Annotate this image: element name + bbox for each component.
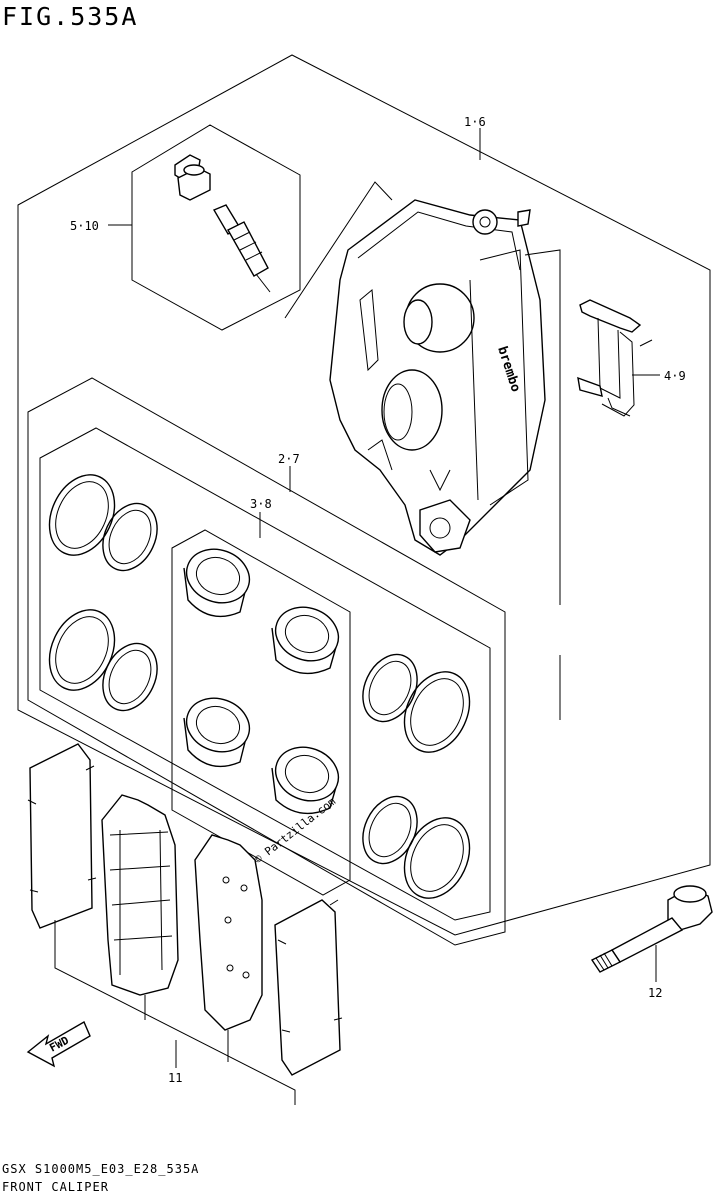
caliper-body: brembo — [329, 199, 546, 556]
fwd-direction-badge: FWD — [26, 1020, 91, 1068]
callout-2-7: 2·7 — [278, 452, 300, 466]
callout-11: 11 — [168, 1071, 182, 1085]
figure-code: GSX S1000M5_E03_E28_535A — [2, 1162, 200, 1176]
piston-set-frame — [171, 529, 351, 896]
brake-pad-1 — [101, 794, 179, 996]
callout-3-8: 3·8 — [250, 497, 272, 511]
brake-pad-shim-outer — [27, 743, 97, 929]
figure-title: FIG.535A — [2, 2, 139, 31]
piston-seal-set-frame — [27, 377, 506, 946]
callout-5-10: 5·10 — [70, 219, 99, 233]
pad-set-bracket — [54, 920, 296, 1105]
piston-seal-rings — [48, 474, 471, 899]
pad-spring — [577, 299, 653, 417]
brake-pad-shim-inner — [274, 899, 343, 1076]
callout-1-6: 1·6 — [464, 115, 486, 129]
figure-caption: FRONT CALIPER — [2, 1180, 109, 1194]
brake-pad-2 — [194, 834, 263, 1031]
pistons — [183, 548, 340, 815]
arrow-left-icon — [26, 1020, 91, 1068]
caliper-side-bracket — [524, 249, 561, 605]
brand-logo: brembo — [494, 345, 523, 394]
callout-4-9: 4·9 — [664, 369, 686, 383]
bleeder-set-box — [131, 124, 301, 331]
callout-12: 12 — [648, 986, 662, 1000]
pointer-wedge — [284, 181, 393, 319]
bleeder-cap — [174, 154, 211, 201]
seal-tray — [39, 427, 491, 921]
caliper-assembly-frame — [17, 54, 711, 936]
mounting-bolt — [590, 885, 713, 973]
bleeder-screw — [212, 204, 271, 293]
